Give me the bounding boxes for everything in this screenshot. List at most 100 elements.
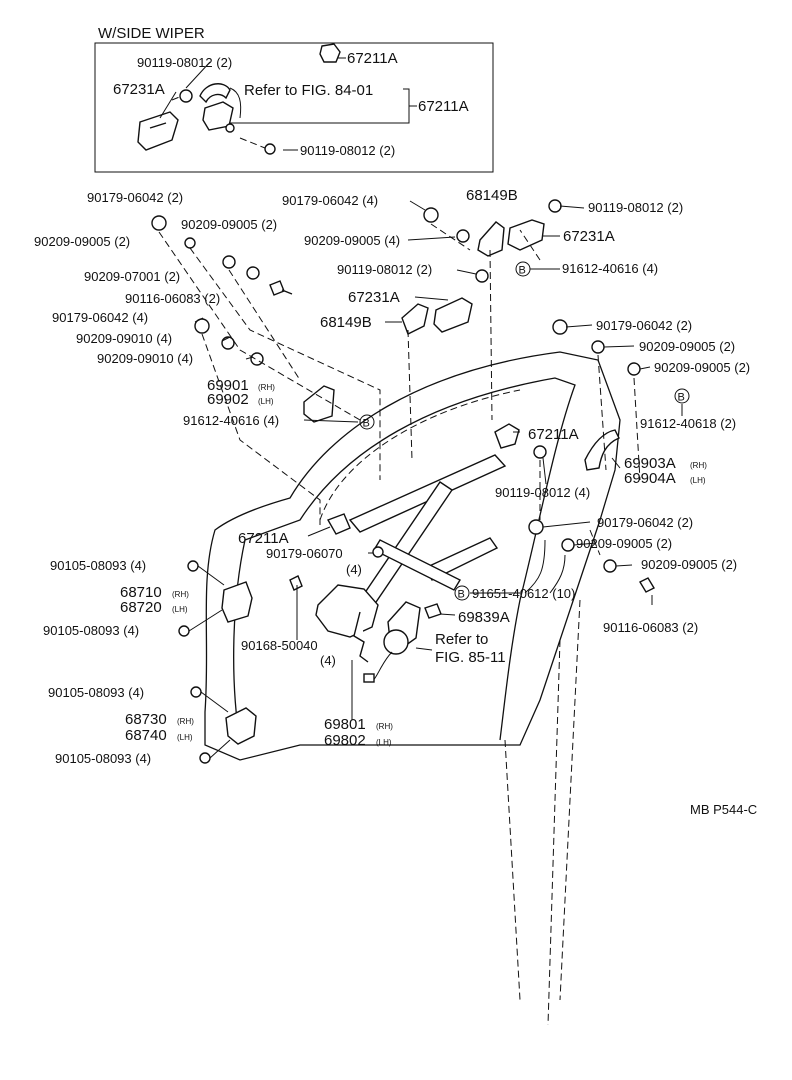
- lower-hinge-icon: [225, 707, 257, 745]
- regulator-gear-icon: [315, 584, 379, 638]
- label-90179-06042-d: 90179-06042 (2): [596, 318, 692, 333]
- label-90105-08093-a: 90105-08093 (4): [50, 558, 146, 573]
- label-90209-09005-f: 90209-09005 (2): [576, 536, 672, 551]
- channel-bracket-icon: [477, 221, 505, 257]
- label-90209-09005-b: 90209-09005 (2): [34, 234, 130, 249]
- label-67231A-a: 67231A: [113, 81, 165, 98]
- label-68149B-a: 68149B: [466, 187, 518, 204]
- label-90116-06083-b: 90116-06083 (2): [603, 620, 698, 635]
- bolt-b-mark: B: [519, 265, 526, 277]
- label-68720: 68720: [120, 599, 162, 616]
- rh-mark: (RH): [690, 461, 707, 470]
- label-69839A: 69839A: [458, 609, 510, 626]
- label-90116-06083-a: 90116-06083 (2): [125, 291, 220, 306]
- screw-icon: [264, 143, 276, 155]
- lh-mark: (LH): [177, 733, 193, 742]
- label-91612-40616-b: 91612-40616 (4): [183, 413, 279, 428]
- label-68710: 68710: [120, 584, 162, 601]
- label-90119-08012-b: 90119-08012 (2): [300, 143, 395, 158]
- label-90179-06070-qty: (4): [346, 562, 362, 577]
- bracket-part-icon: [137, 111, 179, 151]
- label-90119-08012-e: 90119-08012 (4): [495, 485, 590, 500]
- label-69903A: 69903A: [624, 455, 676, 472]
- label-90179-06042-e: 90179-06042 (2): [597, 515, 693, 530]
- rh-mark: (RH): [172, 590, 189, 599]
- label-90209-07001: 90209-07001 (2): [84, 269, 180, 284]
- label-90209-09005-d: 90209-09005 (2): [639, 339, 735, 354]
- label-68740: 68740: [125, 727, 167, 744]
- screw-icon: [179, 89, 193, 103]
- figure-code: MB P544-C: [690, 802, 757, 817]
- rh-mark: (RH): [376, 722, 393, 731]
- motor-part-icon: [199, 83, 231, 104]
- part-labels: 90119-08012 (2) 67211A 67231A Refer to F…: [34, 50, 757, 817]
- label-90209-09010-a: 90209-09010 (4): [76, 331, 172, 346]
- upper-parts: [151, 199, 655, 593]
- lh-mark: (LH): [172, 605, 188, 614]
- label-67211A-d: 67211A: [238, 530, 289, 547]
- stabilizer-part-icon: [584, 429, 620, 471]
- clip-part-icon: [319, 43, 341, 63]
- side-wiper-inset: W/SIDE WIPER: [94, 25, 494, 173]
- label-91612-40618: 91612-40618 (2): [640, 416, 736, 431]
- label-90179-06042-b: 90179-06042 (4): [282, 193, 378, 208]
- label-90179-06070: 90179-06070: [266, 546, 343, 561]
- label-68149B-b: 68149B: [320, 314, 372, 331]
- label-90119-08012-a: 90119-08012 (2): [137, 55, 232, 70]
- label-90119-08012-c: 90119-08012 (2): [588, 200, 683, 215]
- label-90168-50040: 90168-50040: [241, 638, 318, 653]
- label-69902: 69902: [207, 391, 249, 408]
- leader-lines: [194, 200, 683, 720]
- bracket-part-icon: [303, 385, 335, 423]
- label-91612-40616-a: 91612-40616 (4): [562, 261, 658, 276]
- label-68730: 68730: [125, 711, 167, 728]
- channel-bracket-icon: [401, 303, 429, 335]
- label-67211A-c: 67211A: [528, 426, 579, 443]
- label-90209-09005-e: 90209-09005 (2): [654, 360, 750, 375]
- clip-part-icon: [494, 423, 520, 449]
- label-67211A-b: 67211A: [418, 98, 469, 115]
- label-67211A-a: 67211A: [347, 50, 398, 67]
- rh-mark: (RH): [258, 383, 275, 392]
- label-90209-09010-b: 90209-09010 (4): [97, 351, 193, 366]
- window-regulator: [315, 454, 507, 683]
- label-91651-40612: 91651-40612 (10): [472, 586, 575, 601]
- hinges: [178, 560, 303, 764]
- lh-mark: (LH): [258, 397, 274, 406]
- bolt-b-mark: B: [458, 589, 465, 601]
- label-69802: 69802: [324, 732, 366, 749]
- bolt-b-mark: B: [363, 418, 370, 430]
- label-67231A-c: 67231A: [348, 289, 400, 306]
- label-fig-85-11: FIG. 85-11: [435, 649, 506, 666]
- upper-hinge-icon: [221, 581, 253, 623]
- label-90209-09005-a: 90209-09005 (2): [181, 217, 277, 232]
- rh-mark: (RH): [177, 717, 194, 726]
- nut-icon: [225, 123, 235, 133]
- clip-part-icon: [326, 513, 351, 535]
- label-90105-08093-b: 90105-08093 (4): [43, 623, 139, 638]
- lh-mark: (LH): [690, 476, 706, 485]
- inset-title: W/SIDE WIPER: [98, 25, 205, 42]
- label-90179-06042-a: 90179-06042 (2): [87, 190, 183, 205]
- assembly-lines: [158, 223, 641, 556]
- bolt-b-mark: B: [678, 392, 685, 404]
- label-90168-50040-qty: (4): [320, 653, 336, 668]
- clip-part-icon: [424, 603, 442, 619]
- door-outline: [204, 351, 621, 1026]
- label-90209-09005-g: 90209-09005 (2): [641, 557, 737, 572]
- lh-mark: (LH): [376, 738, 392, 747]
- label-90105-08093-c: 90105-08093 (4): [48, 685, 144, 700]
- label-90179-06042-c: 90179-06042 (4): [52, 310, 148, 325]
- label-90209-09005-c: 90209-09005 (4): [304, 233, 400, 248]
- label-69904A: 69904A: [624, 470, 676, 487]
- label-refer-to: Refer to: [435, 631, 488, 648]
- bracket-part-icon: [507, 219, 545, 251]
- label-69901: 69901: [207, 377, 249, 394]
- bracket-part-icon: [433, 297, 473, 333]
- label-90105-08093-d: 90105-08093 (4): [55, 751, 151, 766]
- label-67231A-b: 67231A: [563, 228, 615, 245]
- label-refer-fig-84-01: Refer to FIG. 84-01: [244, 82, 373, 99]
- label-90119-08012-d: 90119-08012 (2): [337, 262, 432, 277]
- label-69801: 69801: [324, 716, 366, 733]
